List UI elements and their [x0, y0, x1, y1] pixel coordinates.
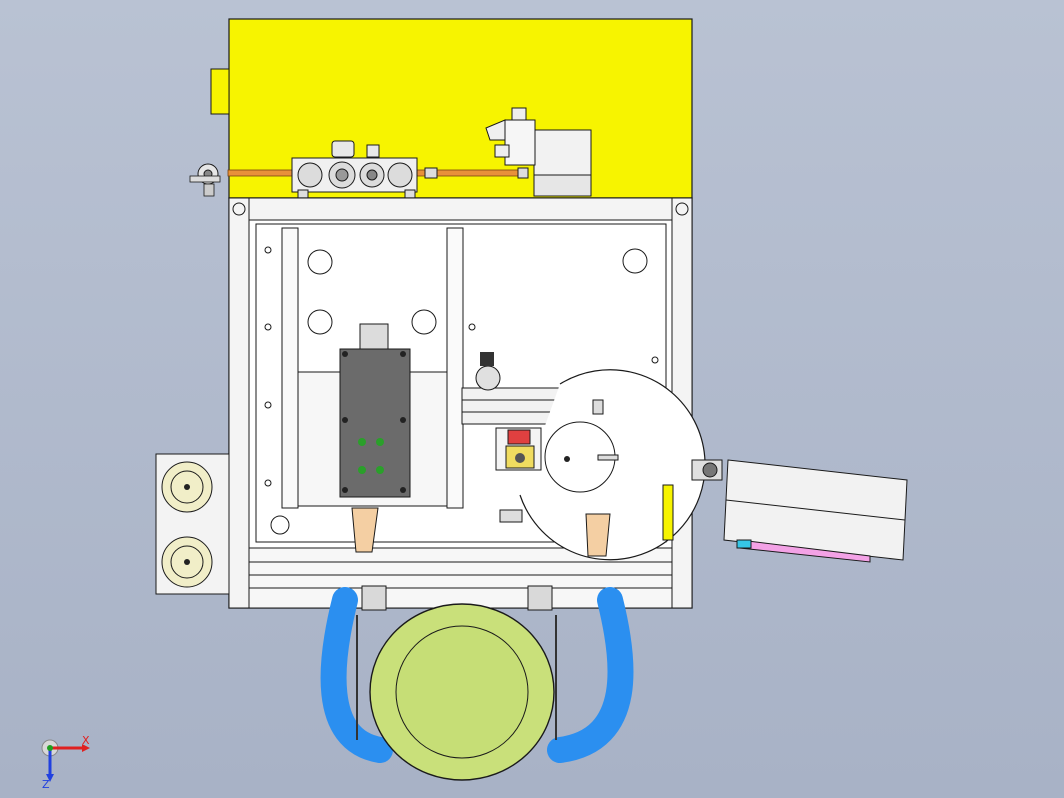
blue-hoses[interactable] [320, 585, 634, 763]
triad-icon [41, 739, 90, 782]
coordinate-triad: X Z [38, 728, 98, 791]
top-gripper-unit[interactable] [485, 107, 592, 197]
drum[interactable] [356, 603, 557, 781]
axis-z-label: Z [42, 778, 50, 791]
left-roller-panel[interactable] [155, 453, 230, 595]
pneumatic-line[interactable] [189, 140, 529, 199]
nozzles[interactable] [351, 507, 611, 557]
motor-block[interactable] [339, 323, 411, 498]
axis-x-label: X [82, 734, 90, 747]
actuator-assembly[interactable] [461, 352, 706, 561]
right-side-box[interactable] [662, 459, 908, 563]
